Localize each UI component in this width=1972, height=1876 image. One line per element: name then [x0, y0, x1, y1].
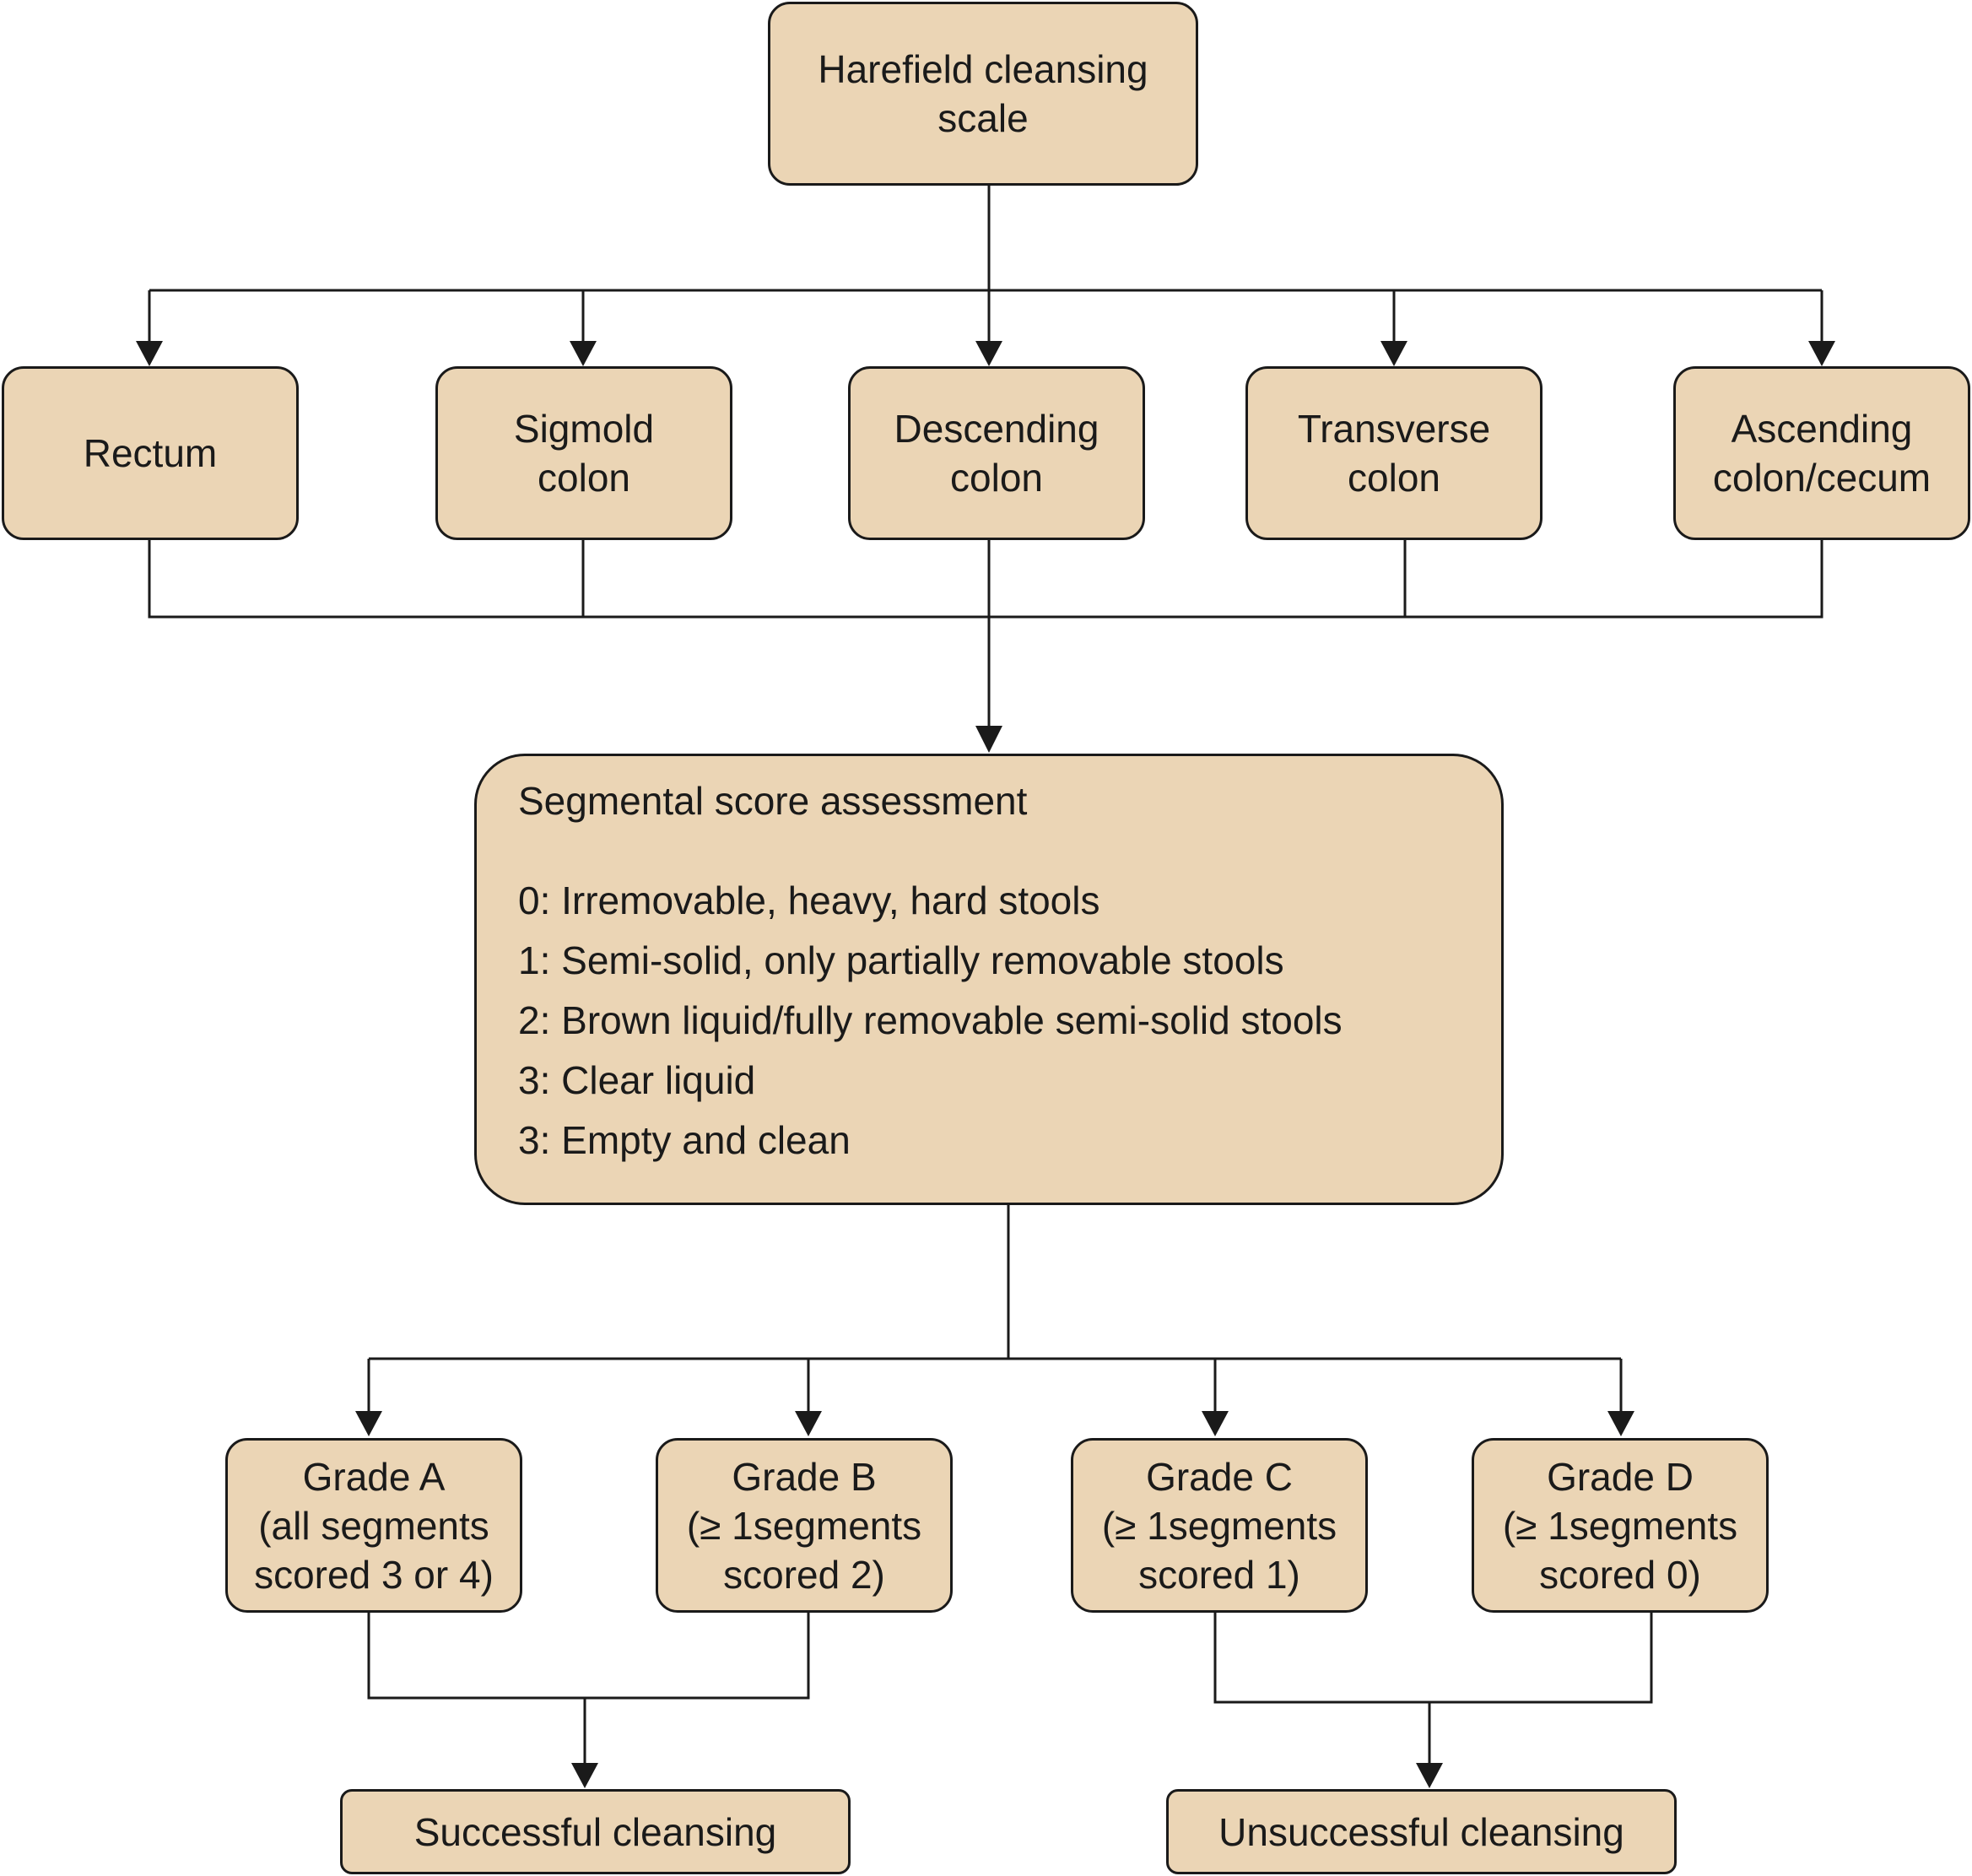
score-item: 2: Brown liquid/fully removable semi-sol… — [518, 998, 1343, 1042]
arrow-grade-a — [355, 1411, 382, 1436]
grade-label: Grade D — [1547, 1454, 1694, 1499]
arrow-assessment — [975, 726, 1002, 753]
arrow-grade-b — [795, 1411, 822, 1436]
score-list: 0: Irremovable, heavy, hard stools 1: Se… — [518, 876, 1343, 1176]
arrow-ascending — [1808, 341, 1835, 366]
score-item: 1: Semi-solid, only partially removable … — [518, 938, 1284, 982]
outcome-node-successful: Successful cleansing — [340, 1789, 851, 1874]
grade-label: Grade A — [302, 1454, 446, 1499]
arrow-successful — [571, 1763, 598, 1788]
outcome-label: Unsuccessful cleansing — [1218, 1809, 1624, 1854]
segment-label: Descending — [894, 407, 1099, 451]
assessment-node — [474, 754, 1504, 1205]
arrow-descending — [975, 341, 1002, 366]
grade-label: (all segments — [258, 1503, 489, 1548]
grade-label: (≥ 1segments — [1101, 1503, 1337, 1548]
arrow-grade-d — [1607, 1411, 1634, 1436]
score-item: 3: Clear liquid — [518, 1058, 756, 1102]
grade-label: scored 0) — [1539, 1552, 1701, 1597]
assessment-title: Segmental score assessment — [518, 779, 1028, 823]
segment-node-ascending-colon-cecum: Ascending colon/cecum — [1673, 366, 1970, 540]
outcome-label: Successful cleansing — [413, 1809, 777, 1854]
segment-node-descending-colon: Descending colon — [848, 366, 1145, 540]
segment-label: Rectum — [83, 431, 218, 475]
outcome-node-unsuccessful: Unsuccessful cleansing — [1166, 1789, 1677, 1874]
arrow-sigmoid — [570, 341, 597, 366]
root-label-line-1: Harefield cleansing — [818, 47, 1148, 91]
segment-label: Transverse — [1297, 407, 1491, 451]
arrow-grade-c — [1202, 1411, 1229, 1436]
fail-collect-line — [1213, 1613, 1653, 1704]
arrow-transverse — [1380, 341, 1407, 366]
segment-node-rectum: Rectum — [2, 366, 299, 540]
grade-node-c: Grade C (≥ 1segments scored 1) — [1071, 1438, 1368, 1613]
segment-label: colon — [538, 456, 630, 500]
segment-label: Ascending — [1731, 407, 1913, 451]
grade-node-b: Grade B (≥ 1segments scored 2) — [656, 1438, 953, 1613]
segment-node-sigmoid-colon: Sigmold colon — [435, 366, 732, 540]
grade-label: Grade B — [732, 1454, 877, 1499]
root-node-harefield-scale: Harefield cleansing scale — [768, 2, 1198, 186]
segment-collect-line — [148, 540, 1823, 619]
segment-label: colon — [950, 456, 1043, 500]
segment-node-transverse-colon: Transverse colon — [1245, 366, 1542, 540]
score-item: 3: Empty and clean — [518, 1118, 851, 1162]
grade-node-d: Grade D (≥ 1segments scored 0) — [1472, 1438, 1769, 1613]
success-collect-line — [367, 1613, 810, 1700]
segment-label: colon/cecum — [1712, 456, 1931, 500]
root-label-line-2: scale — [937, 96, 1029, 140]
grade-node-a: Grade A (all segments scored 3 or 4) — [225, 1438, 522, 1613]
arrow-rectum — [136, 341, 163, 366]
grade-label: scored 3 or 4) — [254, 1552, 494, 1597]
segment-label: Sigmold — [513, 407, 655, 451]
segment-label: colon — [1348, 456, 1440, 500]
arrow-unsuccessful — [1416, 1763, 1443, 1788]
score-item: 0: Irremovable, heavy, hard stools — [518, 879, 1100, 922]
grade-label: Grade C — [1146, 1454, 1293, 1499]
grade-label: scored 2) — [723, 1552, 885, 1597]
grade-label: scored 1) — [1138, 1552, 1300, 1597]
grade-label: (≥ 1segments — [1502, 1503, 1738, 1548]
grade-label: (≥ 1segments — [686, 1503, 922, 1548]
